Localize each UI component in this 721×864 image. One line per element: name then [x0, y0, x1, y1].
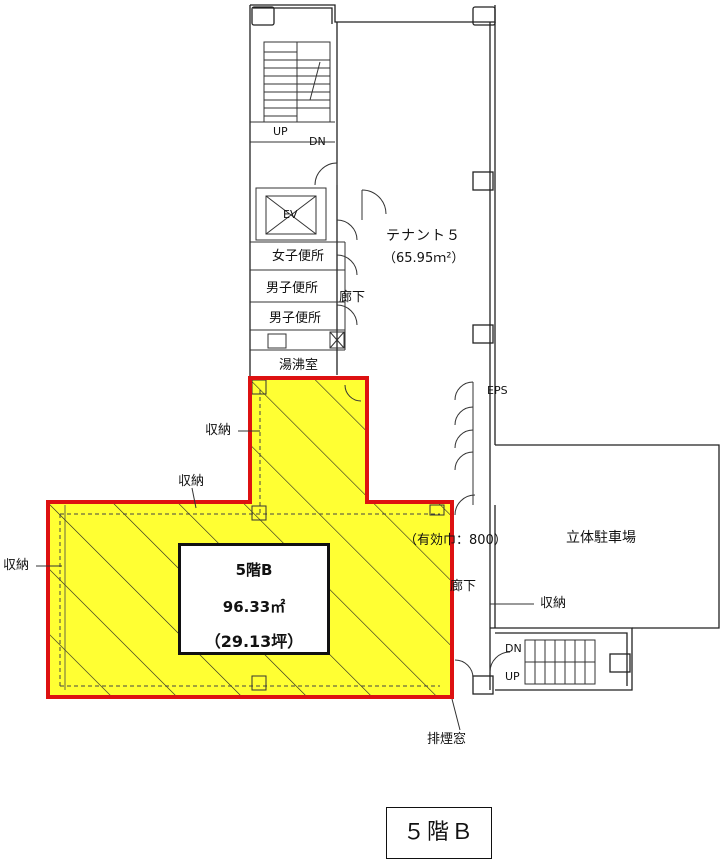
elevator-label: EV [283, 208, 298, 221]
storage-label-1: 収納 [205, 423, 232, 438]
lower-stair [489, 639, 596, 685]
kitchenette-label: 湯沸室 [279, 358, 319, 373]
storage-label-3: 収納 [3, 558, 30, 573]
mens-wc-label-2: 男子便所 [269, 311, 322, 326]
mens-wc-label-1: 男子便所 [266, 281, 319, 296]
parking-label: 立体駐車場 [566, 530, 636, 546]
unit-area: 96.33㎡ [222, 598, 286, 616]
upper-stair [250, 41, 338, 186]
eps-doors [454, 381, 476, 679]
smoke-window-label: 排煙窓 [427, 732, 467, 747]
core-rooms [250, 187, 387, 351]
stair-up-bottom-label: UP [505, 670, 520, 683]
building-walls [249, 4, 720, 695]
unit-tsubo: （29.13坪） [204, 632, 304, 651]
tenant-name-label: テナント５ [386, 228, 461, 244]
unit-5b-area [46, 376, 454, 699]
unit-name: 5階B [235, 561, 273, 579]
corridor-lower-label: 廊下 [450, 579, 477, 594]
unit-info-box: 5階B 96.33㎡ （29.13坪） [178, 543, 330, 655]
stair-dn-top-label: DN [309, 135, 326, 148]
floor-label-box: ５階Ｂ [386, 807, 492, 859]
stair-up-top-label: UP [273, 125, 288, 138]
leader-lines [36, 430, 534, 731]
tenant-area-label: （65.95ｍ²） [383, 251, 465, 266]
womens-wc-label: 女子便所 [272, 249, 325, 264]
eps-label: EPS [487, 384, 508, 397]
storage-label-2: 収納 [178, 474, 205, 489]
corridor-upper-label: 廊下 [339, 290, 366, 305]
effective-width-label: （有効巾：800） [404, 533, 507, 548]
storage-label-4: 収納 [540, 596, 567, 611]
stair-dn-bottom-label: DN [505, 642, 522, 655]
